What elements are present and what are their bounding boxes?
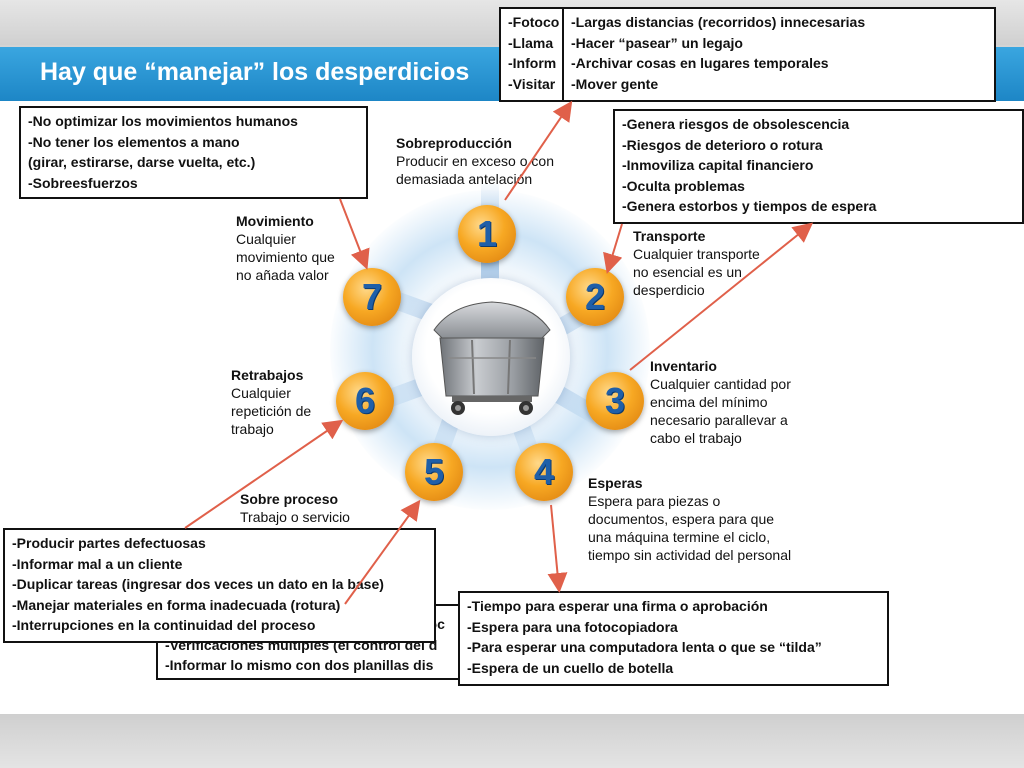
waste-label-esperas: Esperas Espera para piezas o documentos,… [588, 474, 793, 564]
callout-line: -Fotoco [508, 14, 560, 30]
callout-retrabajos: -Producir partes defectuosas -Informar m… [3, 528, 436, 643]
waste-name: Sobreproducción [396, 135, 512, 151]
waste-name: Movimiento [236, 213, 314, 229]
callout-line: -Informar lo mismo con dos planillas dis [165, 657, 434, 673]
callout-line: -No tener los elementos a mano [28, 133, 240, 150]
callout-line: -Hacer “pasear” un legajo [571, 34, 743, 51]
waste-number-4: 4 [515, 443, 573, 501]
waste-number-2: 2 [566, 268, 624, 326]
arrow-sobreproduccion [504, 100, 573, 201]
callout-line: -Inmoviliza capital financiero [622, 157, 814, 173]
page-title: Hay que “manejar” los desperdicios [40, 58, 470, 86]
waste-label-transporte: Transporte Cualquier transporte no esenc… [633, 227, 778, 299]
callout-line: -Manejar materiales en forma inadecuada … [12, 596, 341, 613]
arrow-inventario [629, 222, 814, 371]
callout-line: -Riesgos de deterioro o rotura [622, 136, 823, 153]
callout-line: -Genera estorbos y tiempos de espera [622, 198, 877, 214]
callout-sobreproduccion: -Fotoco -Llama -Inform -Visitar [499, 7, 574, 102]
callout-line: -Archivar cosas en lugares temporales [571, 55, 829, 71]
arrow-movimiento [339, 198, 370, 270]
waste-label-sobreproceso: Sobre proceso Trabajo o servicio [240, 490, 390, 526]
waste-name: Inventario [650, 358, 717, 374]
waste-name: Sobre proceso [240, 491, 339, 507]
waste-name: Transporte [633, 228, 706, 244]
arrow-esperas [547, 504, 568, 593]
callout-line: -Informar mal a un cliente [12, 555, 183, 572]
callout-inventario: -Genera riesgos de obsolescencia -Riesgo… [613, 109, 1024, 224]
center-disc [412, 278, 570, 436]
waste-number-3: 3 [586, 372, 644, 430]
waste-container-icon [433, 301, 551, 415]
waste-desc: Producir en exceso o con demasiada antel… [396, 153, 554, 187]
callout-line: -Espera para una fotocopiadora [467, 618, 678, 635]
waste-desc: Espera para piezas o documentos, espera … [588, 493, 792, 563]
waste-desc: Cualquier repetición de trabajo [231, 385, 312, 437]
waste-desc: Trabajo o servicio [240, 509, 350, 525]
callout-line: -Mover gente [571, 75, 659, 92]
callout-line: -Producir partes defectuosas [12, 535, 206, 551]
arrow-retrabajos [184, 419, 344, 529]
waste-label-retrabajos: Retrabajos Cualquier repetición de traba… [231, 366, 326, 438]
waste-desc: Cualquier cantidad por encima del mínimo… [650, 376, 791, 446]
waste-name: Retrabajos [231, 367, 304, 383]
callout-line: -Inform [508, 55, 557, 71]
callout-line: -Interrupciones en la continuidad del pr… [12, 617, 316, 633]
callout-line: -Tiempo para esperar una firma o aprobac… [467, 598, 768, 614]
waste-label-inventario: Inventario Cualquier cantidad por encima… [650, 357, 810, 447]
callout-line: -Sobreesfuerzos [28, 174, 138, 191]
slide-bottom-band [0, 714, 1024, 768]
waste-number-6: 6 [336, 372, 394, 430]
waste-label-movimiento: Movimiento Cualquier movimiento que no a… [236, 212, 336, 284]
arrow-transporte [603, 223, 623, 274]
waste-number-1: 1 [458, 205, 516, 263]
callout-line: -Para esperar una computadora lenta o qu… [467, 639, 822, 655]
callout-line: -Genera riesgos de obsolescencia [622, 116, 850, 132]
callout-line: -Oculta problemas [622, 177, 745, 194]
callout-line: -No optimizar los movimientos humanos [28, 113, 298, 129]
waste-number-5: 5 [405, 443, 463, 501]
callout-transporte: -Largas distancias (recorridos) innecesa… [562, 7, 996, 102]
callout-movimiento: -No optimizar los movimientos humanos -N… [19, 106, 368, 199]
arrow-sobreproceso [344, 499, 421, 605]
callout-line: -Largas distancias (recorridos) innecesa… [571, 14, 866, 30]
callout-esperas: -Tiempo para esperar una firma o aprobac… [458, 591, 889, 686]
waste-name: Esperas [588, 475, 643, 491]
callout-line: (girar, estirarse, darse vuelta, etc.) [28, 154, 256, 170]
waste-desc: Cualquier transporte no esencial es un d… [633, 246, 760, 298]
waste-desc: Cualquier movimiento que no añada valor [236, 231, 335, 283]
callout-line: -Duplicar tareas (ingresar dos veces un … [12, 576, 384, 592]
callout-line: -Llama [508, 34, 554, 51]
waste-number-7: 7 [343, 268, 401, 326]
callout-line: -Espera de un cuello de botella [467, 659, 674, 676]
waste-label-sobreproduccion: Sobreproducción Producir en exceso o con… [396, 134, 576, 188]
callout-line: -Visitar [508, 75, 556, 92]
